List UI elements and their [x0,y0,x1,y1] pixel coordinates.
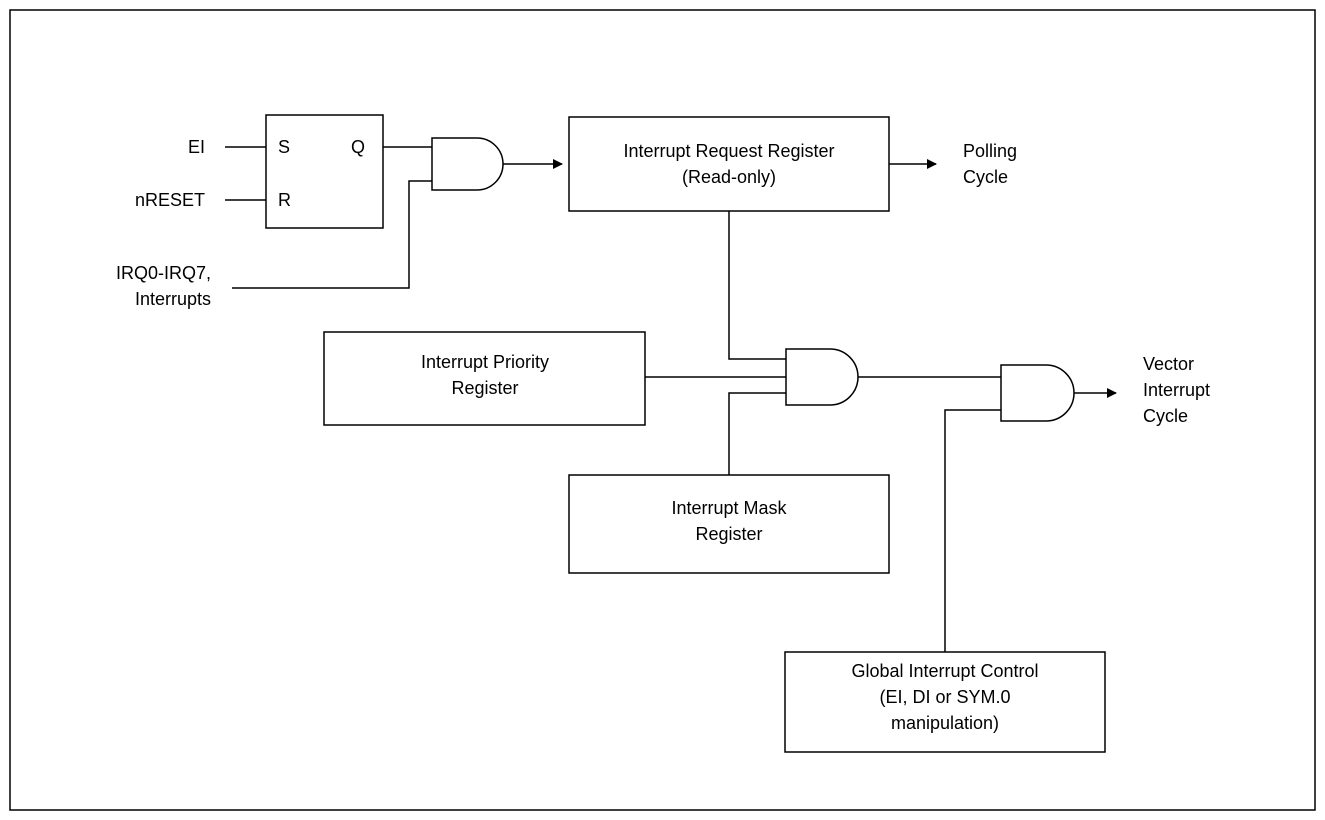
and-gate-2 [785,348,859,406]
gic-to-gate3-wire [944,409,1001,652]
irr-line1: Interrupt Request Register [623,141,834,161]
irq-label-line1: IRQ0-IRQ7, [116,263,211,283]
irq-label-line2: Interrupts [135,289,211,309]
flipflop-s-label: S [278,137,290,157]
irr-to-gate2-wire [728,211,786,360]
imr-line1: Interrupt Mask [671,498,787,518]
imr-line2: Register [695,524,762,544]
irr-line2: (Read-only) [682,167,776,187]
flipflop-q-label: Q [351,137,365,157]
gic-line1: Global Interrupt Control [851,661,1038,681]
interrupt-priority-register [323,331,646,426]
polling-line2: Cycle [963,167,1008,187]
gic-line3: manipulation) [891,713,999,733]
interrupt-mask-register [568,474,890,574]
imr-to-gate2-wire [728,392,786,475]
sr-flipflop [265,114,384,229]
vector-line1: Vector [1143,354,1194,374]
vector-line3: Cycle [1143,406,1188,426]
and-gate-3 [1000,364,1075,422]
ipr-line1: Interrupt Priority [421,352,549,372]
page-frame [9,9,1316,811]
gic-line2: (EI, DI or SYM.0 [879,687,1010,707]
interrupt-request-register [568,116,890,212]
ipr-line2: Register [451,378,518,398]
ei-label: EI [188,137,205,157]
and-gate-1 [431,137,504,191]
vector-line2: Interrupt [1143,380,1210,400]
irq-wire [232,180,432,289]
polling-line1: Polling [963,141,1017,161]
flipflop-r-label: R [278,190,291,210]
nreset-label: nRESET [135,190,205,210]
